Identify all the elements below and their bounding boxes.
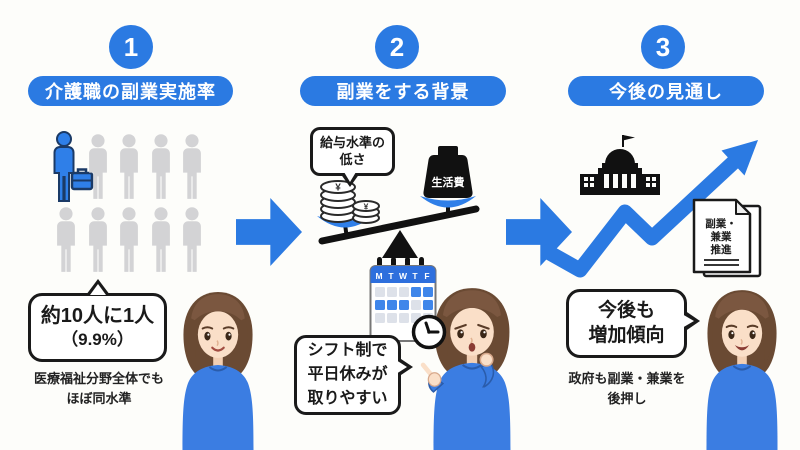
briefcase-icon: [70, 168, 94, 191]
coins-icon: ¥ ¥: [320, 180, 380, 224]
step-3-title: 今後の見通し: [609, 82, 723, 102]
salary-speech-bubble: 給与水準の 低さ: [310, 127, 395, 176]
person-icon-gray: [183, 134, 201, 199]
woman-character-smiling: [182, 292, 254, 450]
step-2-title: 副業をする背景: [336, 82, 470, 102]
step-1-title: 介護職の副業実施率: [45, 82, 216, 102]
doc-label-3: 推進: [711, 243, 732, 256]
calendar-day: W: [399, 271, 408, 281]
calendar-day: M: [375, 271, 382, 281]
step-3-title-pill: 今後の見通し: [568, 76, 764, 106]
balance-scale-icon: ¥ ¥ 生活費: [317, 146, 480, 258]
calendar-day: T: [388, 271, 394, 281]
clock-icon: [411, 314, 447, 350]
person-icon-gray: [57, 207, 75, 272]
government-building-icon: [580, 135, 660, 195]
outlook-caption: 政府も副業・兼業を 後押し: [568, 371, 686, 407]
person-icon-gray: [120, 207, 138, 272]
person-icon-gray: [152, 134, 170, 199]
stat-line-1: 約10人に1人: [40, 305, 155, 328]
person-icon-gray: [120, 134, 138, 199]
yen-symbol: ¥: [364, 202, 369, 212]
person-icon-gray: [152, 207, 170, 272]
step-1-number-badge: 1: [109, 25, 153, 69]
step-1-title-pill: 介護職の副業実施率: [28, 76, 233, 106]
step-2-title-pill: 副業をする背景: [300, 76, 506, 106]
woman-character-thinking: [420, 288, 511, 450]
person-icon-gray: [89, 134, 107, 199]
stat-line-2: （9.9%）: [61, 330, 134, 350]
person-icon-gray: [183, 207, 201, 272]
weight-icon: 生活費: [423, 146, 473, 198]
calendar-day: F: [424, 271, 429, 281]
step-3-number-badge: 3: [641, 25, 685, 69]
hand-on-chin: [479, 352, 494, 367]
yen-symbol: ¥: [335, 183, 341, 194]
step-2-number: 2: [389, 31, 405, 62]
step-1-number: 1: [123, 31, 139, 62]
step-3-number: 3: [655, 31, 671, 62]
doc-label-1: 副業・: [705, 217, 737, 230]
growth-arrow-icon: [540, 140, 758, 278]
stat-caption: 医療福祉分野全体でも ほぼ同水準: [33, 371, 164, 407]
person-icon-highlighted: [53, 131, 94, 202]
doc-label-2: 兼業: [711, 230, 732, 243]
calendar-day: T: [412, 271, 418, 281]
outlook-speech-bubble: 今後も 増加傾向: [566, 289, 687, 358]
step-arrow-1-icon: [236, 198, 302, 266]
shift-speech-bubble: シフト制で 平日休みが 取りやすい: [294, 335, 401, 415]
step-2-number-badge: 2: [375, 25, 419, 69]
weight-label: 生活費: [432, 175, 465, 189]
stat-speech-bubble: 約10人に1人 （9.9%）: [28, 293, 167, 362]
policy-document-icon: 副業・ 兼業 推進: [692, 198, 762, 278]
person-icon-gray: [89, 207, 107, 272]
woman-character-happy: [706, 290, 778, 450]
